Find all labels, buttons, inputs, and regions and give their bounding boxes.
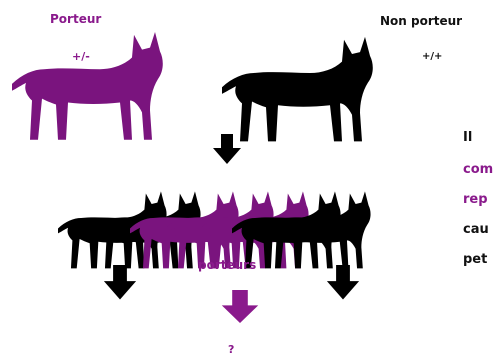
non-carrier-genotype: +/+ — [422, 51, 443, 62]
side-text-line: rep — [463, 192, 488, 207]
down-arrow-icon — [213, 134, 241, 164]
carrier-genotype: +/- — [72, 50, 90, 63]
carrier-cat-icon — [12, 31, 163, 140]
down-arrow-purple-icon — [221, 290, 259, 323]
side-text-line: com — [463, 162, 493, 177]
carriers-label: porteurs — [198, 258, 257, 272]
unknown-label: ? — [228, 343, 235, 356]
down-arrow-icon — [326, 265, 360, 300]
down-arrow-icon — [103, 265, 137, 300]
side-text-line: cau — [463, 222, 489, 237]
side-text-line: Il — [463, 130, 473, 145]
non-carrier-label: Non porteur — [380, 14, 463, 28]
non-carrier-cat-icon — [222, 36, 373, 142]
carrier-label: Porteur — [50, 12, 102, 26]
side-text-line: pet — [463, 252, 488, 267]
kitten-litter — [58, 191, 371, 269]
